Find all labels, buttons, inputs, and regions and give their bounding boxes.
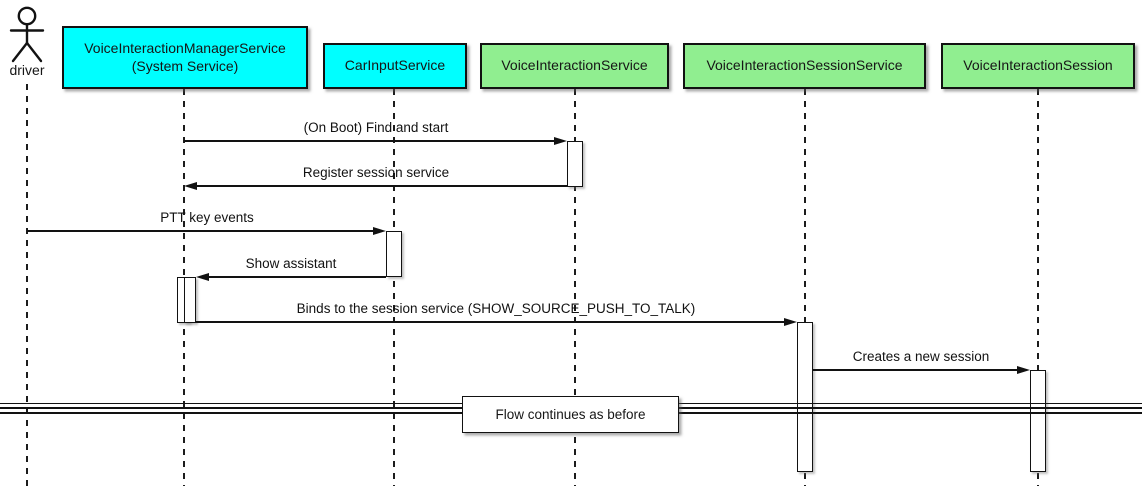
activation-voiceinteractionservice — [567, 141, 583, 187]
participant-carinputservice: CarInputService — [323, 43, 467, 89]
lifeline-carinputservice — [393, 89, 395, 486]
message-6-label: Creates a new session — [852, 349, 990, 364]
message-5-line — [195, 321, 786, 323]
lifeline-voiceinteractionsessionservice — [804, 89, 806, 486]
lifeline-voiceinteractionservice — [574, 89, 576, 486]
activation-voiceinteractionsessionservice — [797, 322, 813, 472]
activation-voiceinteractionmanagerservice-inner — [183, 277, 196, 323]
message-3-arrowhead-icon — [373, 226, 386, 235]
message-1-label: (On Boot) Find and start — [303, 120, 449, 135]
message-2-line — [196, 185, 567, 187]
message-1-arrowhead-icon — [554, 136, 567, 145]
message-4-arrowhead-icon — [195, 272, 209, 281]
participant-voiceinteractionsession: VoiceInteractionSession — [941, 43, 1135, 89]
actor-driver-icon — [9, 6, 45, 63]
activation-voiceinteractionsession — [1030, 370, 1046, 472]
message-5-arrowhead-icon — [784, 317, 797, 326]
lifeline-driver — [26, 84, 28, 486]
lifeline-voiceinteractionsession — [1037, 89, 1039, 486]
message-1-line — [184, 140, 555, 142]
participant-voiceinteractionsessionservice: VoiceInteractionSessionService — [683, 43, 926, 89]
message-6-arrowhead-icon — [1017, 365, 1030, 374]
message-2-label: Register session service — [302, 165, 450, 180]
message-3-label: PTT key events — [160, 210, 254, 225]
message-6-line — [813, 369, 1018, 371]
activation-carinputservice — [386, 231, 402, 277]
message-5-label: Binds to the session service (SHOW_SOURC… — [296, 301, 696, 316]
divider-label-box: Flow continues as before — [462, 396, 679, 433]
message-2-arrowhead-icon — [184, 181, 197, 190]
message-4-line — [207, 276, 386, 278]
divider-label: Flow continues as before — [495, 407, 646, 422]
message-4-label: Show assistant — [245, 256, 337, 271]
participant-voiceinteractionmanagerservice: VoiceInteractionManagerService (System S… — [62, 26, 308, 89]
actor-driver-label: driver — [9, 62, 45, 78]
participant-voiceinteractionservice: VoiceInteractionService — [480, 43, 669, 89]
message-3-line — [27, 230, 374, 232]
